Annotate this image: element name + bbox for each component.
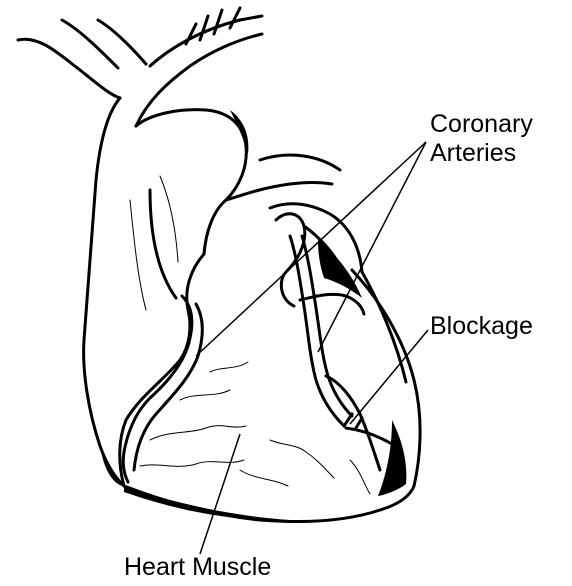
aorta-outline (226, 183, 332, 201)
vessel-outline (136, 34, 262, 126)
muscle-texture (160, 176, 178, 262)
vessel-outline (186, 8, 240, 44)
leader-line-coronary-2 (318, 142, 426, 352)
aorta-outline (204, 200, 226, 254)
shading (318, 240, 362, 298)
muscle-texture (240, 470, 288, 486)
circumflex-artery (300, 294, 364, 314)
muscle-texture (140, 460, 244, 466)
label-coronary-arteries: Coronary Arteries (430, 110, 533, 168)
leader-line-muscle (200, 434, 240, 554)
leader-line-blockage (350, 330, 428, 424)
muscle-texture (350, 460, 370, 494)
label-coronary-line1: Coronary (430, 110, 533, 139)
aorta-outline (150, 190, 176, 298)
aorta-outline (136, 110, 246, 200)
shading (378, 420, 406, 496)
vessel-outline (18, 39, 120, 98)
blockage-mark (356, 418, 362, 428)
label-heart-muscle: Heart Muscle (124, 553, 271, 582)
pulmonary-outline (260, 155, 340, 170)
muscle-texture (270, 440, 334, 478)
vessel-outline (84, 98, 124, 486)
muscle-texture (210, 362, 248, 372)
shading (124, 486, 290, 520)
muscle-texture (150, 426, 246, 440)
right-coronary-artery (123, 296, 192, 482)
label-blockage: Blockage (430, 312, 533, 341)
muscle-texture (180, 390, 230, 400)
heart-outline (352, 270, 420, 486)
label-coronary-line2: Arteries (430, 139, 533, 168)
muscle-texture (130, 200, 146, 310)
